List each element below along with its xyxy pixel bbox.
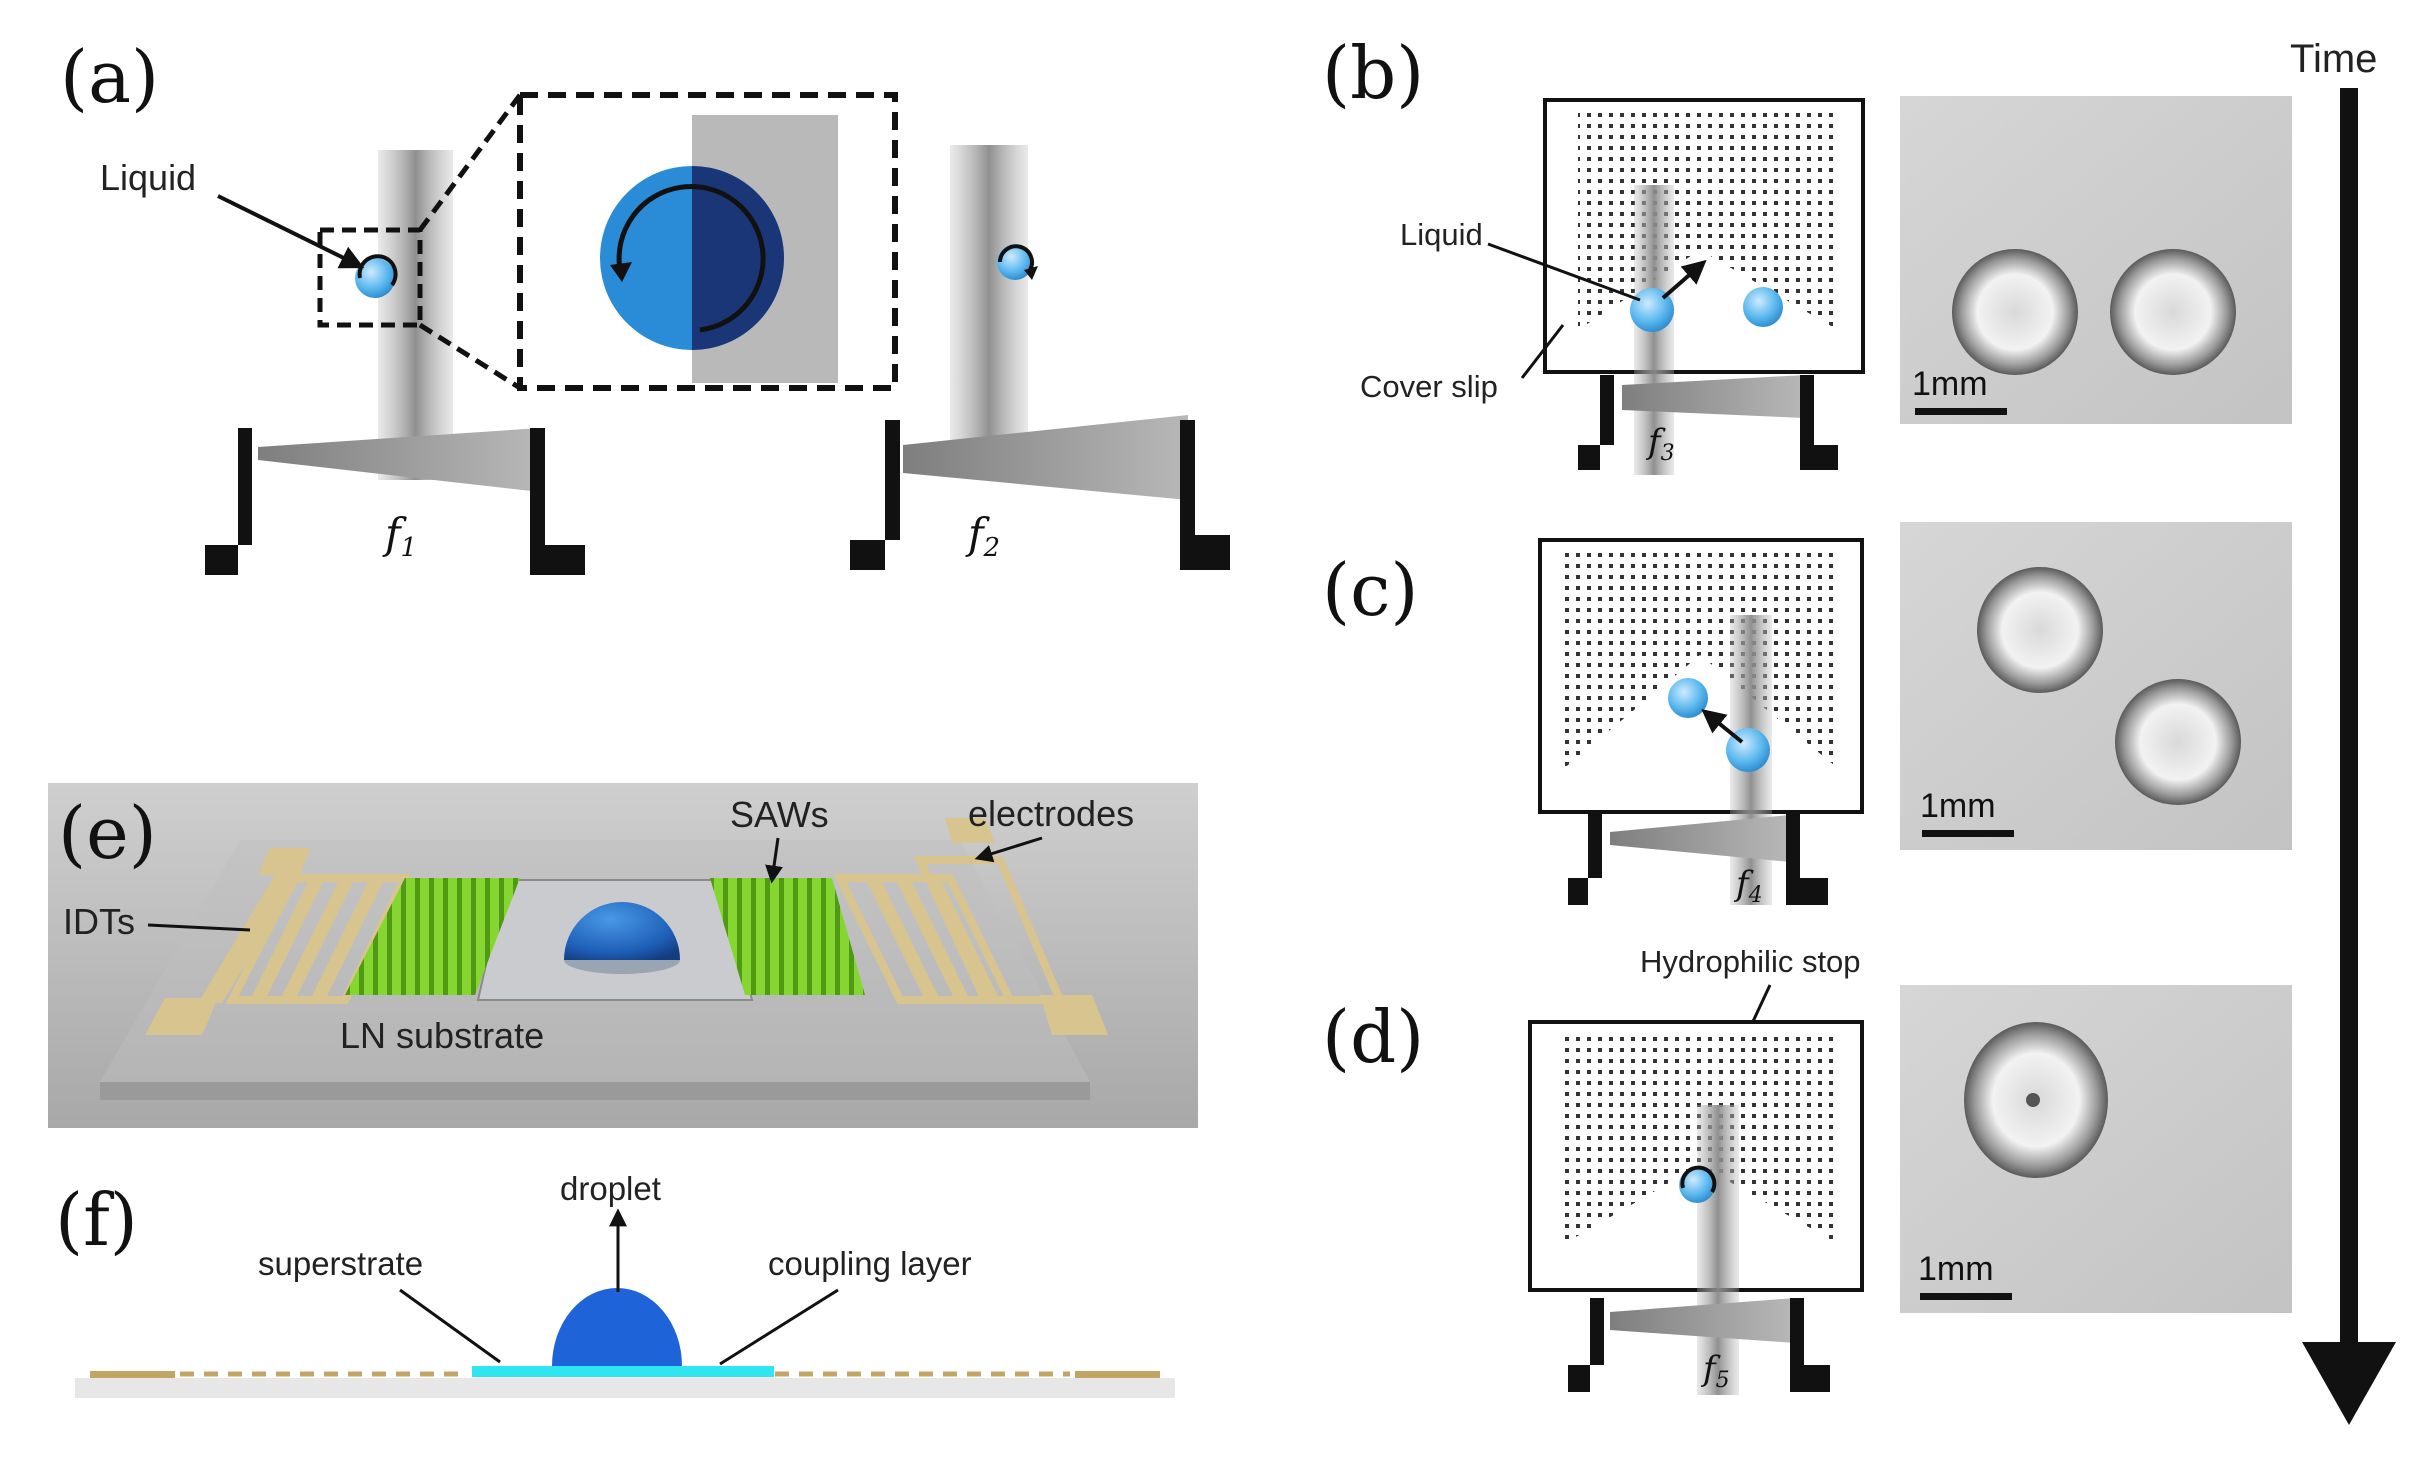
photo-c [1900,522,2292,850]
droplet-d [1679,1167,1715,1203]
rotation-icon-d [1680,1165,1717,1194]
photo-d [1900,985,2292,1313]
saw-left-e [345,878,520,995]
panel-f-label: (f) [55,1178,138,1262]
scale-bar-d [1920,1293,2012,1300]
time-arrow-head [2302,1342,2396,1425]
idts-pointer [147,923,251,932]
coupling-layer-f [472,1366,774,1377]
time-axis: Time [2290,37,2396,1425]
droplet-right [997,244,1033,280]
idt-left [205,428,585,575]
panel-a: (a) f1 Liquid [60,35,1230,575]
idt-right-e [833,818,1108,1035]
motion-arrow-b [1661,259,1707,300]
ln-substrate-label: LN substrate [340,1015,544,1056]
droplet-f [552,1288,682,1366]
panel-d-label: (d) [1322,995,1424,1079]
scale-bar-b [1915,408,2007,415]
panel-c: (c) f4 1mm [1322,522,2292,908]
panel-b-label: (b) [1322,31,1424,115]
scale-bar-c [1922,830,2014,837]
saw-right-e [710,878,865,995]
zoom-box [517,92,898,391]
electrodes-arrow [974,836,1043,863]
idt-b [1578,375,1838,470]
panel-a-label: (a) [60,35,159,119]
saws-arrow [765,837,783,884]
pillar-array-c [1562,552,1840,770]
cover-slip-pointer [1520,324,1565,379]
droplet-left [355,258,395,298]
saw-beam-left [378,150,453,480]
liquid-pointer-b [1487,242,1641,302]
electrodes-label: electrodes [968,793,1134,834]
idt-left-e [145,848,412,1035]
liquid-arrow-a [217,194,365,269]
hydrophilic-stop-label: Hydrophilic stop [1640,944,1861,979]
photo-droplet-b2 [2110,249,2236,375]
droplet-c1 [1668,678,1708,718]
panel-b: (b) f3 Liquid Cover slip 1mm [1322,31,2292,475]
time-label: Time [2290,37,2377,81]
zoom-source-box [317,227,423,328]
photo-droplet-c1 [1977,567,2103,693]
superstrate-label: superstrate [258,1245,423,1282]
chip-side [100,1082,1090,1100]
motion-arrow-c [1701,708,1744,744]
panel-c-label: (c) [1322,548,1419,632]
substrate-f [75,1378,1175,1398]
idt-c [1568,812,1828,905]
scale-label-b: 1mm [1912,365,1988,403]
panel-e: (e) SAWs [48,783,1198,1128]
photo-droplet-b1 [1952,249,2078,375]
photo-droplet-c2 [2115,679,2241,805]
photo-b [1900,96,2292,424]
zoom-line-top [417,93,523,232]
scale-label-c: 1mm [1920,787,1996,825]
rotation-icon-right [998,244,1034,271]
rotation-icon-left [357,254,398,287]
rotation-icon-zoom [616,184,766,333]
superstrate-pointer [399,1288,501,1364]
liquid-label-b: Liquid [1400,217,1483,252]
cover-slip-label: Cover slip [1360,369,1498,404]
time-arrow-shaft [2340,88,2358,1353]
idt-d [1568,1298,1830,1392]
saw-beam-right [950,145,1028,475]
idt-right [850,415,1230,570]
panel-f: (f) droplet superstrate coupling layer [55,1170,1175,1398]
coupling-layer-label: coupling layer [768,1245,972,1282]
droplet-b2 [1743,287,1783,327]
zoom-line-bottom [418,322,522,391]
saw-beam-d [1697,1105,1739,1395]
panel-d: (d) Hydrophilic stop f5 1mm [1322,944,2292,1395]
coupling-layer-pointer [719,1288,839,1366]
electrode-f-right [1075,1371,1160,1378]
idts-label: IDTs [63,901,135,942]
liquid-label-a: Liquid [100,157,196,198]
scale-label-d: 1mm [1918,1250,1994,1288]
droplet-label: droplet [560,1170,661,1207]
electrode-f-left [90,1371,175,1378]
panel-e-label: (e) [58,791,157,875]
saws-label: SAWs [730,794,829,835]
f2-label: f2 [965,509,1000,563]
droplet-e [564,902,680,960]
droplet-b1 [1630,288,1674,332]
f1-label: f1 [382,509,417,563]
